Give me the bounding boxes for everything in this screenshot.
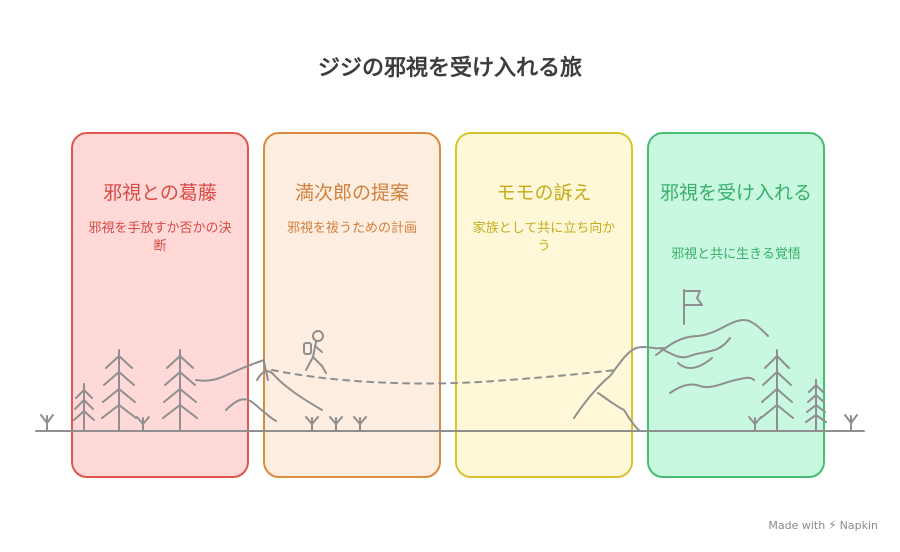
stage-card-appeal: モモの訴え 家族として共に立ち向かう xyxy=(455,132,633,478)
pine-tree-icon xyxy=(760,349,794,432)
summit-ridge xyxy=(655,319,769,356)
made-with-label: Made with xyxy=(768,519,826,532)
card-title: 邪視との葛藤 xyxy=(103,182,217,204)
card-title: 満次郎の提案 xyxy=(294,182,409,204)
grass-tuft-icon xyxy=(748,416,762,432)
napkin-logo-icon: ⚡ xyxy=(828,518,837,532)
card-description: 邪視を祓うための計画 xyxy=(286,221,417,236)
summit-contour xyxy=(669,376,755,394)
stage-card-acceptance: 邪視を受け入れる 邪視と共に生きる覚悟 xyxy=(647,132,825,478)
card-description: 家族として共に立ち向かう xyxy=(472,221,616,254)
hiker-icon xyxy=(303,330,327,374)
cliff-ridge xyxy=(573,346,665,419)
grass-tuft-icon xyxy=(40,414,54,432)
mountain-edge xyxy=(263,361,269,381)
stage-card-proposal: 満次郎の提案 邪視を祓うための計画 xyxy=(263,132,441,478)
napkin-brand-label: Napkin xyxy=(839,519,878,532)
grass-tuft-icon xyxy=(353,416,367,432)
pine-tree-icon xyxy=(162,349,198,432)
pine-tree-icon xyxy=(101,349,137,432)
pine-tree-icon xyxy=(805,379,827,432)
grass-tuft-icon xyxy=(329,416,343,432)
grass-tuft-icon xyxy=(305,416,319,432)
napkin-attribution: Made with⚡Napkin xyxy=(768,518,878,532)
mountain-ridge xyxy=(195,359,265,382)
mountain-slope xyxy=(256,370,323,411)
summit-ridge xyxy=(659,337,731,359)
dashed-trail xyxy=(271,369,617,385)
mountain-slope xyxy=(225,398,277,422)
summit-contour xyxy=(677,357,713,370)
pine-tree-icon xyxy=(73,383,95,432)
page-title: ジジの邪視を受け入れる旅 xyxy=(317,56,582,81)
card-description: 邪視を手放すか否かの決断 xyxy=(88,221,232,254)
stage-card-conflict: 邪視との葛藤 邪視を手放すか否かの決断 xyxy=(71,132,249,478)
summit-flag-icon xyxy=(683,289,703,325)
cliff-slope xyxy=(597,392,641,432)
card-title: 邪視を受け入れる xyxy=(659,182,812,204)
card-description: 邪視と共に生きる覚悟 xyxy=(671,247,801,262)
card-title: モモの訴え xyxy=(496,182,592,204)
grass-tuft-icon xyxy=(136,416,150,432)
grass-tuft-icon xyxy=(844,414,858,432)
